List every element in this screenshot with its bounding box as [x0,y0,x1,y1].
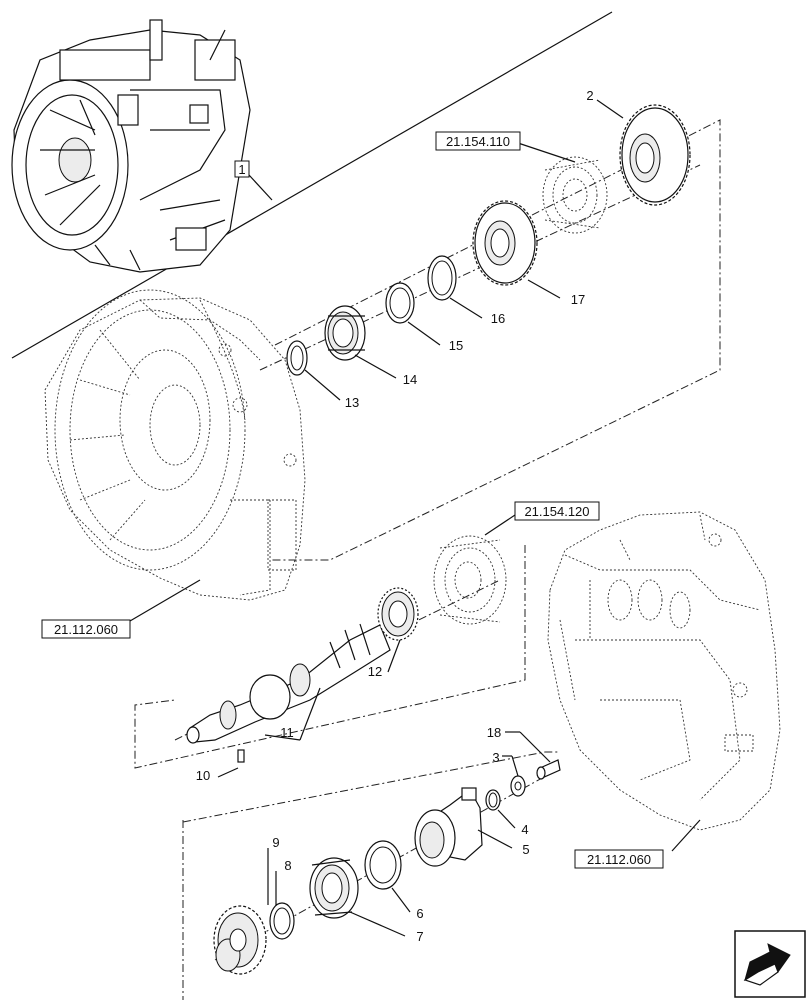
gear-2: 2 [586,88,691,206]
shift-fork-5: 5 [414,787,530,867]
callout-1: 1 [234,160,273,201]
rear-housing: 21.112.060 [547,511,781,869]
svg-text:21.112.060: 21.112.060 [54,622,118,637]
shaft-assembly-frame [134,545,526,769]
svg-text:21.112.060: 21.112.060 [587,852,651,867]
svg-text:18: 18 [487,725,501,740]
svg-text:9: 9 [272,835,279,850]
lower-assembly-frame [182,751,560,1000]
svg-text:11: 11 [280,725,294,740]
gear-12: 12 [368,587,419,679]
ring-8: 8 [269,858,295,940]
svg-text:21.154.110: 21.154.110 [446,134,510,149]
ring-4: 4 [485,789,529,837]
svg-text:5: 5 [522,842,529,857]
svg-text:16: 16 [491,311,505,326]
washer-3: 3 [492,750,526,797]
ring-16: 16 [427,255,505,326]
svg-text:12: 12 [368,664,382,679]
synchronizer-lower: 21.154.120 [433,501,600,625]
shaft-11: 11 [186,623,391,744]
svg-text:17: 17 [571,292,585,307]
bolt-18: 18 [487,725,561,780]
snap-ring-13: 13 [286,340,359,410]
svg-text:14: 14 [403,372,417,387]
svg-text:3: 3 [492,750,499,765]
next-page-arrow-icon[interactable] [734,930,806,998]
svg-text:15: 15 [449,338,463,353]
ref-housing-left: 21.112.060 [41,579,201,639]
bearing-14: 14 [324,305,417,387]
svg-text:8: 8 [284,858,291,873]
svg-text:6: 6 [416,906,423,921]
bearing-7: 7 [309,857,424,944]
front-housing [44,289,306,601]
transmission-assembly [11,19,251,273]
gear-17: 17 [472,200,585,307]
gear-9: 9 [213,835,280,975]
synchronizer-upper: 21.154.110 [435,131,608,234]
pin-10: 10 [196,749,245,783]
svg-text:2: 2 [586,88,593,103]
upper-assembly-frame [270,119,721,561]
svg-text:7: 7 [416,929,423,944]
separator-line [11,11,613,359]
svg-text:10: 10 [196,768,210,783]
svg-text:1: 1 [238,162,245,177]
ring-6: 6 [364,840,424,921]
svg-text:4: 4 [521,822,528,837]
ring-15: 15 [385,282,463,353]
svg-text:13: 13 [345,395,359,410]
svg-text:21.154.120: 21.154.120 [524,504,589,519]
